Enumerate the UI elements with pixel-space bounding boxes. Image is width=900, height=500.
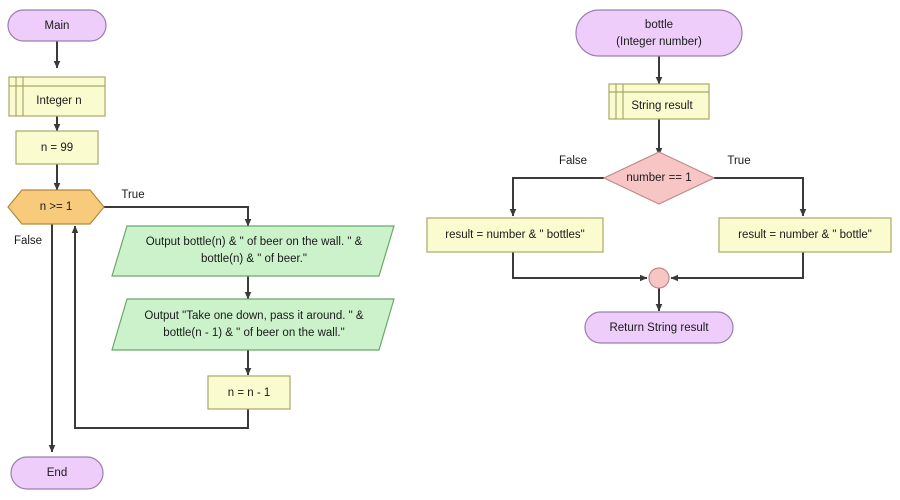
- hexagon-shape: [7, 189, 105, 225]
- node-main-end[interactable]: End: [10, 456, 104, 490]
- process-shape: [426, 217, 604, 253]
- node-output-take-down[interactable]: Output "Take one down, pass it around. "…: [111, 298, 395, 351]
- node-number-condition[interactable]: number == 1: [602, 151, 716, 205]
- node-output-wall[interactable]: Output bottle(n) & " of beer on the wall…: [111, 225, 395, 277]
- node-label: String result: [631, 100, 693, 112]
- edge-label-loop-true: True: [121, 189, 144, 201]
- node-result-plural[interactable]: result = number & " bottles": [426, 217, 604, 253]
- terminal-shape: [584, 311, 734, 344]
- node-label-line1: Output "Take one down, pass it around. "…: [144, 310, 363, 322]
- node-label: n = n - 1: [228, 387, 271, 399]
- edge-label-loop-false: False: [14, 235, 42, 247]
- output-shape: [111, 298, 395, 351]
- node-label-line2: (Integer number): [616, 36, 702, 48]
- edge-plural-to-merge: [512, 252, 648, 282]
- terminal-shape: [10, 456, 104, 490]
- edge-label-cond-true: True: [727, 155, 750, 167]
- edge-cond-true-right: [714, 177, 807, 217]
- node-label: Main: [45, 20, 70, 32]
- node-merge-node[interactable]: [648, 267, 670, 289]
- process-shape: [15, 130, 99, 165]
- node-label-line2: bottle(n - 1) & " of beer on the wall.": [163, 327, 344, 339]
- node-main-start[interactable]: Main: [7, 9, 107, 42]
- terminal-shape: [575, 9, 743, 57]
- edge-cond-true: [104, 206, 252, 227]
- edge-label-cond-false: False: [559, 155, 587, 167]
- edge-loop-back: [71, 225, 249, 429]
- edge-cond-false-right: [509, 177, 604, 217]
- diamond-shape: [602, 151, 716, 205]
- node-label: number == 1: [626, 172, 691, 184]
- left-connectors: [48, 41, 252, 453]
- node-label-line2: bottle(n) & " of beer.": [201, 253, 307, 265]
- right-connectors: [509, 56, 807, 312]
- declaration-shape: [8, 76, 106, 117]
- node-label: result = number & " bottles": [445, 229, 585, 241]
- process-shape: [207, 375, 291, 410]
- node-bottle-return[interactable]: Return String result: [584, 311, 734, 344]
- output-shape: [111, 225, 395, 277]
- node-declare-integer-n[interactable]: Integer n: [8, 76, 106, 117]
- node-loop-condition[interactable]: n >= 1: [7, 189, 105, 225]
- node-label-line1: bottle: [645, 19, 673, 31]
- node-label: Return String result: [609, 322, 709, 334]
- declaration-shape: [608, 83, 710, 120]
- node-label: n = 99: [41, 142, 73, 154]
- node-label: result = number & " bottle": [738, 229, 872, 241]
- edge-singular-to-merge: [670, 252, 804, 282]
- terminal-shape: [7, 9, 107, 42]
- node-declare-string-result[interactable]: String result: [608, 83, 710, 120]
- merge-circle-shape: [648, 267, 670, 289]
- node-bottle-start[interactable]: bottle (Integer number): [575, 9, 743, 57]
- node-assign-n-99[interactable]: n = 99: [15, 130, 99, 165]
- node-label: n >= 1: [40, 201, 73, 213]
- node-label-line1: Output bottle(n) & " of beer on the wall…: [146, 236, 363, 248]
- node-label: End: [47, 467, 67, 479]
- process-shape: [718, 217, 892, 253]
- node-decrement-n[interactable]: n = n - 1: [207, 375, 291, 410]
- node-label: Integer n: [36, 95, 81, 107]
- node-result-singular[interactable]: result = number & " bottle": [718, 217, 892, 253]
